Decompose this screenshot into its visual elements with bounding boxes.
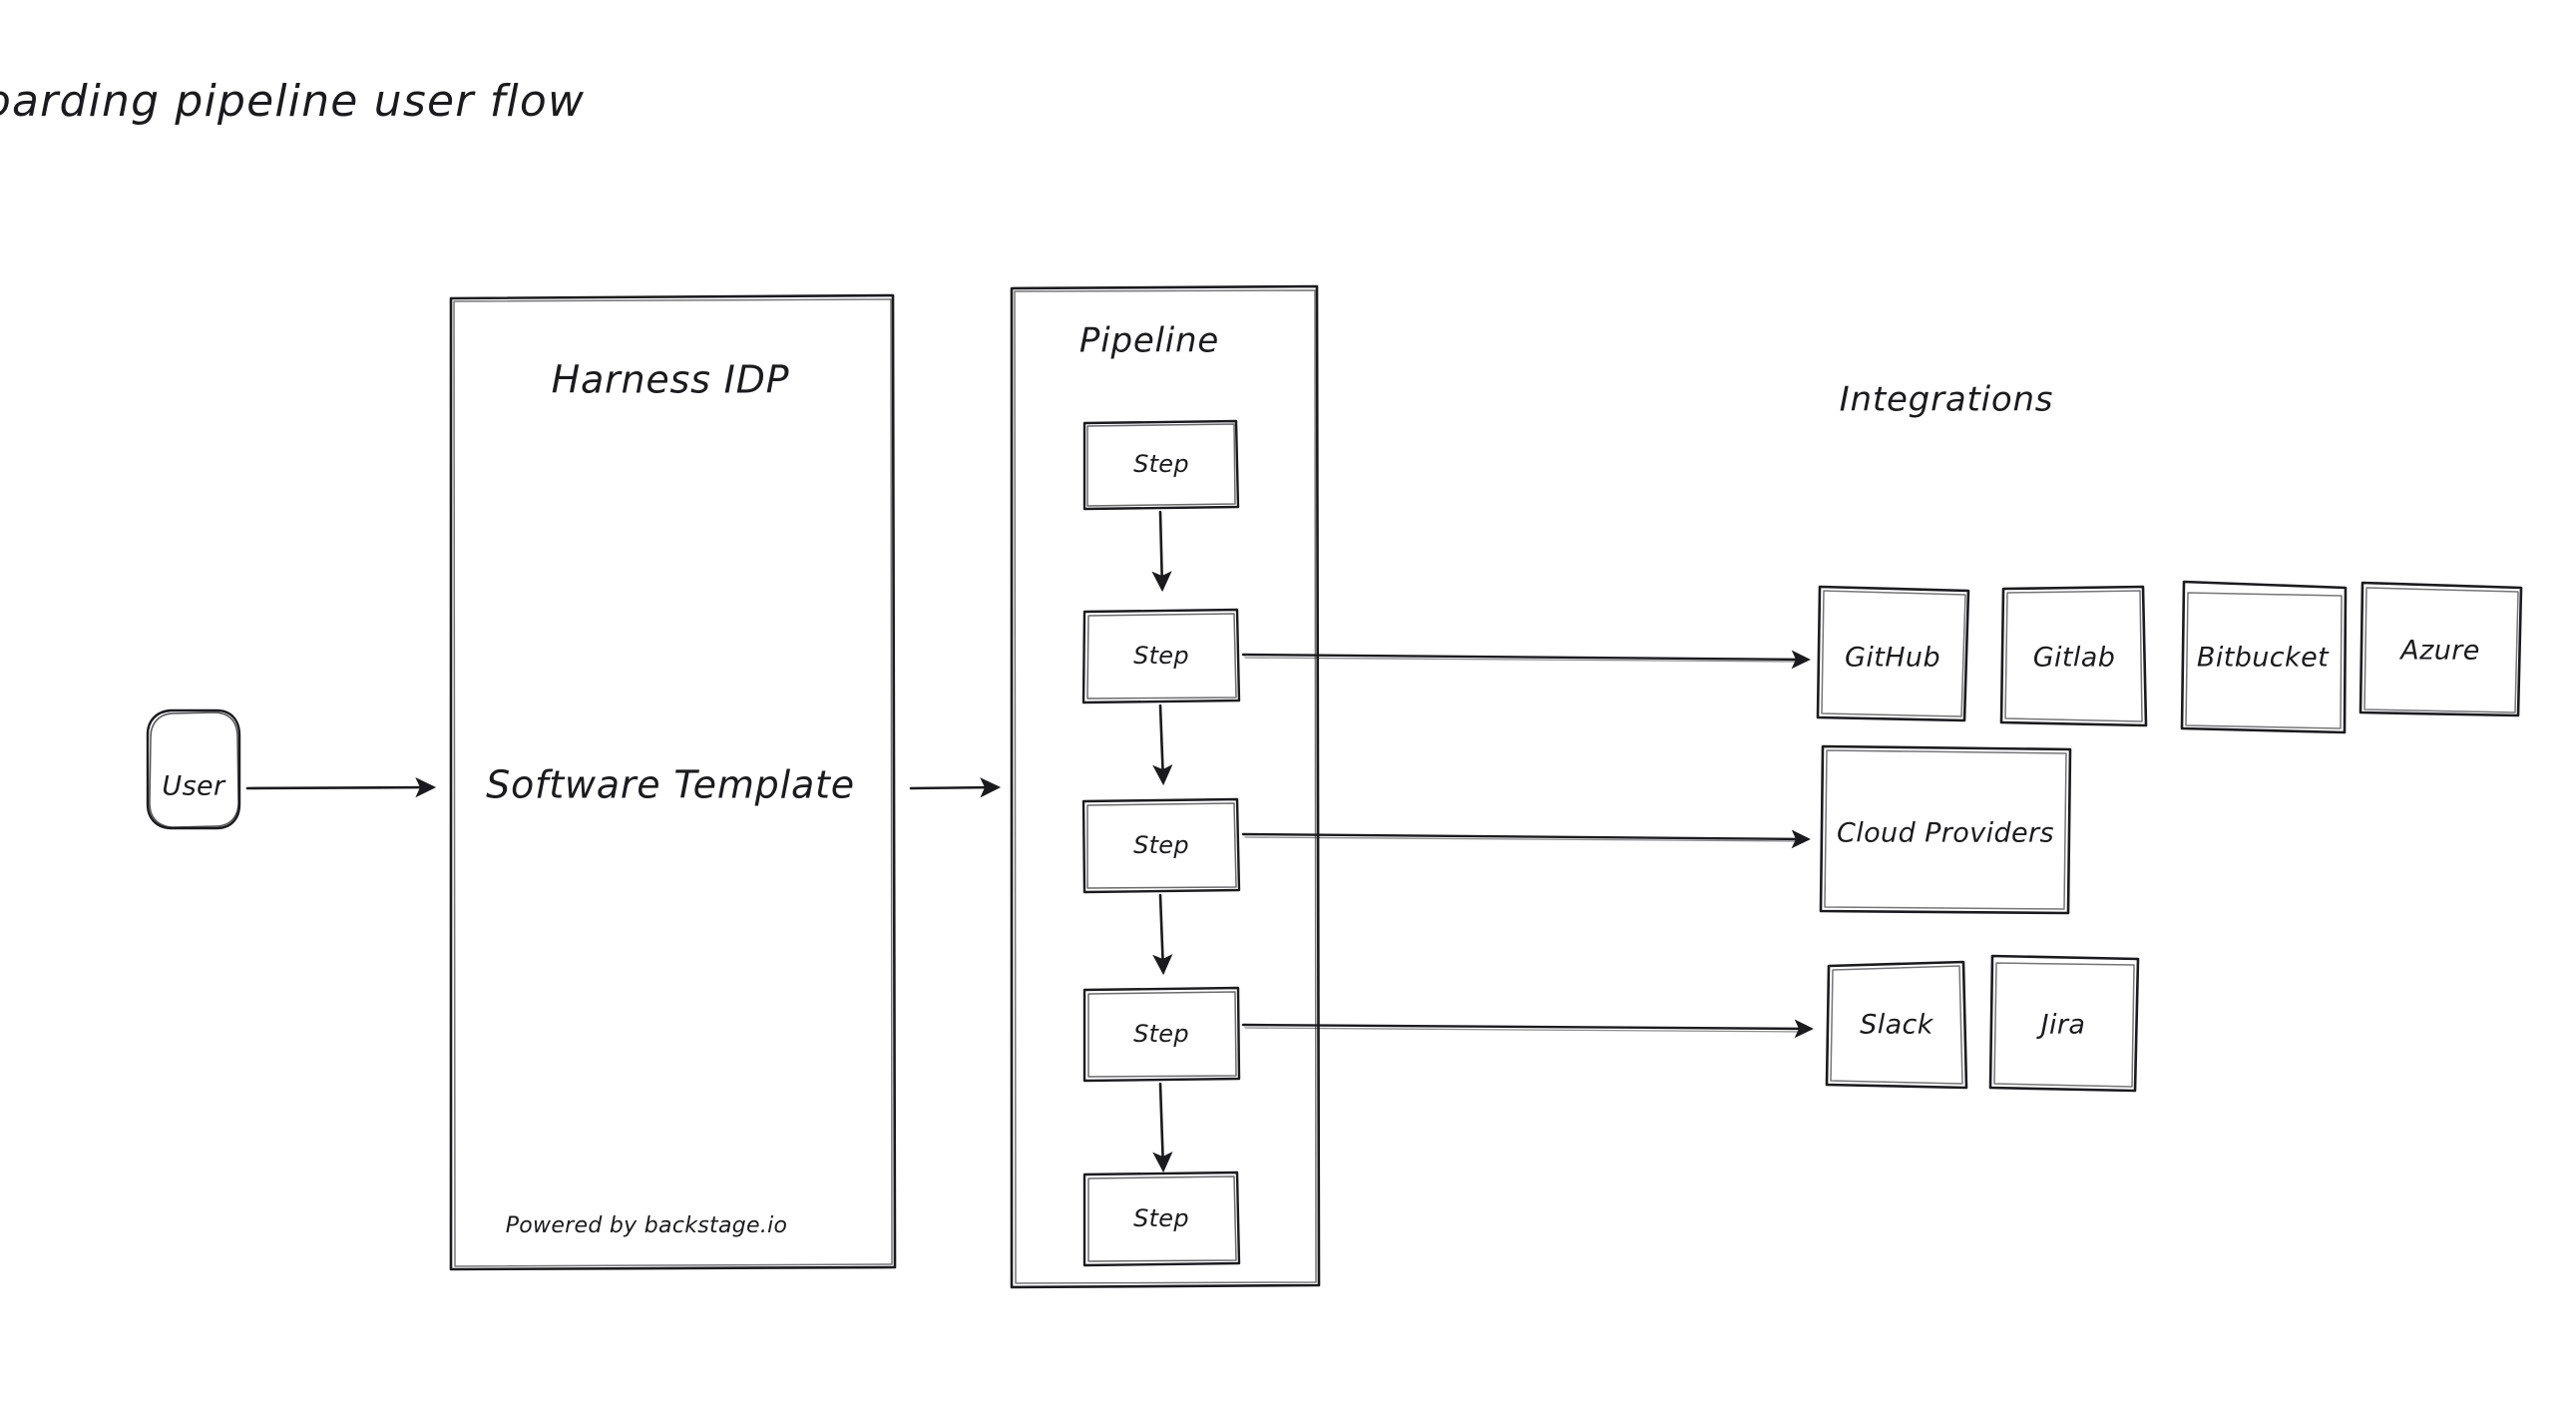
container-pipeline-header: Pipeline [1079,321,1219,361]
connector-step4-to-step5 [1152,1082,1173,1173]
integration-gitlab[interactable]: Gitlab [1999,585,2148,727]
connector-step3-to-cloud-providers [1241,829,1811,849]
connector-step2-to-step3 [1152,703,1173,786]
integration-slack-label: Slack [1860,1010,1934,1041]
integration-gitlab-label: Gitlab [2033,643,2116,674]
integration-cloud-providers[interactable]: Cloud Providers [1819,744,2072,915]
pipeline-step-3[interactable]: Step [1081,797,1241,894]
connector-idp-to-pipeline [909,777,1002,798]
backstage-credit: Powered by backstage.io [506,1213,788,1238]
connector-step3-to-step4 [1152,893,1173,976]
integration-azure-label: Azure [2398,636,2479,667]
pipeline-step-5-label: Step [1133,1204,1189,1232]
node-user[interactable]: User [146,708,241,830]
page-title: A service onboarding pipeline user flow [0,76,585,127]
integration-jira[interactable]: Jira [1988,954,2140,1093]
pipeline-step-3-label: Step [1133,831,1189,859]
pipeline-step-4-label: Step [1133,1020,1189,1048]
integration-cloud-providers-label: Cloud Providers [1837,818,2054,849]
pipeline-step-1-label: Step [1133,450,1189,478]
pipeline-step-1[interactable]: Step [1082,419,1240,511]
integration-slack[interactable]: Slack [1825,960,1968,1090]
container-harness-idp-header: Harness IDP [552,358,790,402]
container-harness-idp[interactable]: Harness IDP Software Template Powered by… [449,293,897,1271]
pipeline-step-2-label: Step [1133,642,1189,670]
node-user-label: User [162,771,226,802]
pipeline-step-5[interactable]: Step [1082,1170,1241,1267]
software-template-label: Software Template [486,763,855,807]
connector-step4-to-notifications-row [1241,1019,1814,1039]
pipeline-step-2[interactable]: Step [1081,608,1241,704]
integration-github[interactable]: GitHub [1816,585,1970,722]
integration-azure[interactable]: Azure [2359,581,2523,717]
pipeline-step-4[interactable]: Step [1082,986,1241,1083]
integrations-header: Integrations [1840,380,2054,420]
connector-step2-to-scm-row [1241,650,1811,670]
integration-jira-label: Jira [2036,1010,2086,1041]
integration-github-label: GitHub [1845,643,1940,674]
integration-bitbucket[interactable]: Bitbucket [2180,580,2348,734]
integration-bitbucket-label: Bitbucket [2197,643,2330,674]
connector-user-to-idp [245,776,437,798]
connector-step1-to-step2 [1151,510,1172,593]
